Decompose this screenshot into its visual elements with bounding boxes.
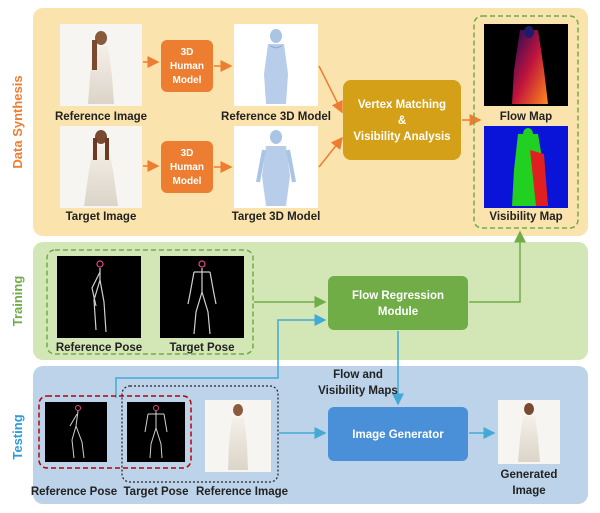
reference-3d-model-label: Reference 3D Model — [221, 111, 331, 123]
target-3d-model-render — [234, 126, 318, 208]
section-label-training: Training — [10, 276, 25, 327]
human-model-top-line3: Model — [173, 75, 202, 86]
testing-reference-pose — [45, 402, 107, 462]
vertex-matching-box: Vertex Matching & Visibility Analysis — [343, 80, 461, 160]
section-label-synthesis: Data Synthesis — [10, 75, 25, 168]
training-target-pose-label: Target Pose — [170, 342, 235, 354]
reference-3d-model-render — [234, 24, 318, 106]
maps-group-outline — [473, 15, 579, 229]
flow-regression-module-box: Flow Regression Module — [328, 276, 468, 330]
flow-box-line2: Module — [378, 306, 418, 318]
section-label-testing: Testing — [10, 414, 25, 459]
flow-box-line1: Flow Regression — [352, 290, 444, 302]
human-model-box-bottom: 3D Human Model — [161, 141, 213, 193]
target-3d-model-label: Target 3D Model — [232, 211, 321, 223]
human-model-top-line1: 3D — [181, 47, 194, 58]
testing-reference-image — [205, 400, 271, 472]
visibility-map-image — [484, 126, 568, 208]
vertex-box-line2: & — [398, 115, 406, 127]
human-model-bottom-line3: Model — [173, 176, 202, 187]
testing-target-pose-label: Target Pose — [124, 486, 189, 498]
testing-target-pose — [127, 402, 185, 462]
testing-panel — [33, 366, 588, 504]
generated-image-label-line2: Image — [512, 485, 545, 497]
human-model-bottom-line2: Human — [170, 162, 204, 173]
flow-map-label: Flow Map — [500, 111, 552, 123]
training-reference-pose — [57, 256, 141, 338]
vertex-box-line3: Visibility Analysis — [353, 131, 450, 143]
testing-reference-image-label: Reference Image — [196, 486, 288, 498]
vertex-box-line1: Vertex Matching — [358, 99, 446, 111]
image-generator-box: Image Generator — [328, 407, 468, 461]
training-reference-pose-label: Reference Pose — [56, 342, 142, 354]
generated-image-label-line1: Generated — [501, 469, 558, 481]
testing-inputs-outline — [121, 385, 279, 483]
target-image-label: Target Image — [66, 211, 137, 223]
flow-map-image — [484, 24, 568, 106]
target-image-photo — [60, 126, 142, 208]
human-model-bottom-line1: 3D — [181, 148, 194, 159]
visibility-map-label: Visibility Map — [489, 211, 562, 223]
training-target-pose — [160, 256, 244, 338]
generated-image — [498, 400, 560, 464]
flow-visibility-maps-line2: Visibility Maps — [318, 385, 398, 397]
testing-poses-outline — [38, 395, 192, 469]
flow-visibility-maps-line1: Flow and — [333, 369, 383, 381]
reference-image-photo — [60, 24, 142, 106]
image-generator-label: Image Generator — [352, 429, 444, 441]
human-model-top-line2: Human — [170, 61, 204, 72]
testing-reference-pose-label: Reference Pose — [31, 486, 117, 498]
reference-image-label: Reference Image — [55, 111, 147, 123]
human-model-box-top: 3D Human Model — [161, 40, 213, 92]
